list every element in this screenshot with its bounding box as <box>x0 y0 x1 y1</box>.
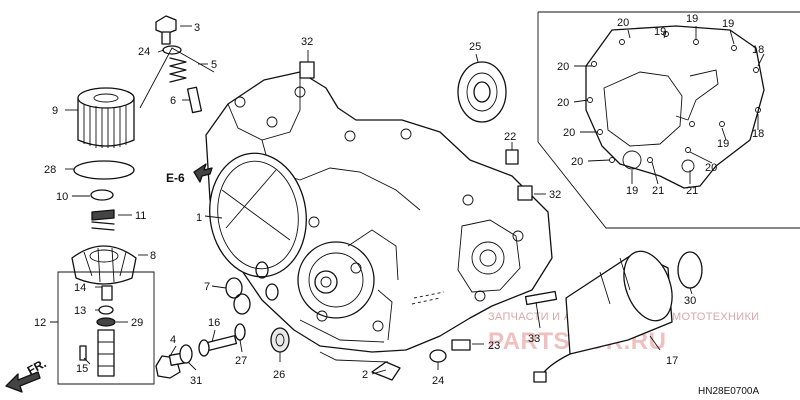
callout-1: 1 <box>196 212 202 224</box>
main-case-cover <box>205 71 553 353</box>
gasket-callout-19: 19 <box>717 138 729 150</box>
gasket-callout-21: 21 <box>686 185 698 197</box>
ref-e6-label: E-6 <box>166 171 185 185</box>
part-16-bolt <box>198 335 238 357</box>
callout-4: 4 <box>170 334 176 346</box>
callout-30: 30 <box>684 295 696 307</box>
callout-32-right: 32 <box>549 189 561 201</box>
part-22-bolt <box>505 149 519 165</box>
callouts: 3 24 5 6 9 28 10 11 8 12 14 13 29 15 4 3… <box>34 13 765 387</box>
callout-26: 26 <box>273 369 285 381</box>
part-2-clamp <box>371 361 401 381</box>
part-12-group-bracket <box>50 271 155 385</box>
callout-23: 23 <box>488 340 500 352</box>
callout-11: 11 <box>135 210 146 222</box>
part-5-spring <box>169 57 187 83</box>
callout-24-bottom: 24 <box>432 375 444 387</box>
gasket-callout-19: 19 <box>654 26 666 38</box>
callout-32-top: 32 <box>301 36 313 48</box>
gasket-callout-20: 20 <box>571 156 583 168</box>
part-7-o-ring-b <box>233 293 251 315</box>
part-32-dowel-right <box>517 185 533 201</box>
callout-15: 15 <box>76 363 88 375</box>
part-30-o-ring <box>677 251 703 289</box>
callout-14: 14 <box>74 282 86 294</box>
gasket-callout-18: 18 <box>752 128 764 140</box>
gasket-inset <box>537 11 800 229</box>
part-23-screw <box>451 339 471 351</box>
gasket-callout-19: 19 <box>626 185 638 197</box>
part-29-seal <box>96 317 116 327</box>
callout-7: 7 <box>204 281 210 293</box>
gasket-callout-19: 19 <box>686 13 698 25</box>
part-13-washer <box>98 305 114 315</box>
part-31-washer <box>179 344 193 364</box>
callout-28: 28 <box>44 164 56 176</box>
gasket-callout-18: 18 <box>752 44 764 56</box>
part-3-bolt <box>155 15 177 45</box>
part-26-seal <box>270 327 290 353</box>
callout-16: 16 <box>208 317 220 329</box>
callout-22: 22 <box>504 131 516 143</box>
leader-lines <box>65 25 693 375</box>
part-28-o-ring <box>73 160 135 180</box>
gasket-callout-21: 21 <box>652 185 664 197</box>
callout-27: 27 <box>235 355 247 367</box>
part-8-filter-cap <box>71 245 137 285</box>
gasket-callout-20: 20 <box>563 127 575 139</box>
callout-33: 33 <box>528 333 540 345</box>
part-10-washer <box>90 189 114 201</box>
callout-8: 8 <box>150 250 156 262</box>
part-25-bearing <box>457 61 507 123</box>
front-direction-arrow <box>5 371 41 393</box>
part-15-valve <box>79 329 115 377</box>
callout-24: 24 <box>138 46 150 58</box>
callout-12: 12 <box>34 317 46 329</box>
part-27-o-ring <box>234 323 246 341</box>
callout-2: 2 <box>362 369 368 381</box>
part-17-starter-motor <box>533 250 673 383</box>
part-9-oil-filter <box>77 87 135 148</box>
part-32-dowel-top <box>299 61 315 79</box>
callout-25: 25 <box>469 41 481 53</box>
part-14-screw <box>101 285 113 301</box>
gasket-callout-20: 20 <box>557 97 569 109</box>
callout-6: 6 <box>170 95 176 107</box>
callout-9: 9 <box>52 105 58 117</box>
part-24-washer-b <box>429 349 447 363</box>
callout-17: 17 <box>666 355 678 367</box>
gasket-callout-20: 20 <box>617 17 629 29</box>
callout-31: 31 <box>190 375 202 387</box>
callout-5: 5 <box>211 59 217 71</box>
fr-label: FR. <box>25 356 49 377</box>
gasket-callout-20: 20 <box>705 162 717 174</box>
gasket-callout-20: 20 <box>557 61 569 73</box>
gasket-callout-19: 19 <box>722 18 734 30</box>
ref-e6-arrow <box>193 163 213 183</box>
part-24-washer <box>162 45 182 55</box>
part-11-spring <box>91 209 115 231</box>
callout-13: 13 <box>74 305 86 317</box>
diagram-code: HN28E0700A <box>698 386 759 397</box>
callout-10: 10 <box>56 191 68 203</box>
part-33-bolt <box>524 290 558 306</box>
callout-29: 29 <box>131 317 143 329</box>
callout-3: 3 <box>194 22 200 34</box>
part-6-pin <box>186 86 203 114</box>
